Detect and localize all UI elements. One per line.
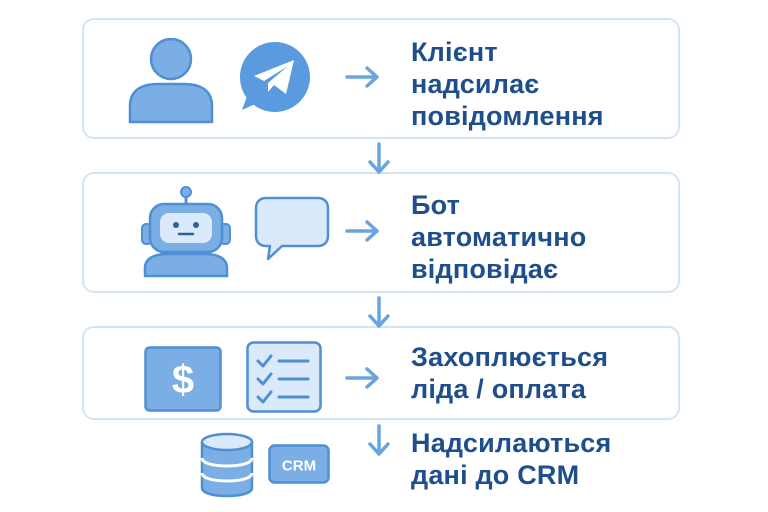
step-3-line-1: Захоплюється	[411, 342, 609, 372]
step-2-line-3: відповідає	[411, 254, 559, 284]
step-1-line-3: повідомлення	[411, 101, 604, 131]
step-1-line-1: Клієнт	[411, 37, 498, 67]
step-2-label: Бот автоматично відповідає	[411, 189, 586, 285]
speech-bubble-icon	[254, 196, 330, 262]
step-3-label: Захоплюється ліда / оплата	[411, 341, 608, 405]
step-1-line-2: надсилає	[411, 69, 540, 99]
right-arrow-icon	[345, 219, 381, 243]
right-arrow-icon	[345, 366, 381, 390]
svg-text:$: $	[172, 358, 194, 402]
down-arrow-icon	[367, 142, 391, 176]
step-4-line-1: Надсилаються	[411, 428, 612, 458]
right-arrow-icon	[345, 65, 381, 89]
down-arrow-icon	[367, 424, 391, 458]
step-1-label: Клієнт надсилає повідомлення	[411, 36, 604, 132]
step-4-label: Надсилаються дані до CRM	[411, 427, 611, 491]
database-icon	[199, 432, 255, 498]
step-3-line-2: ліда / оплата	[411, 374, 587, 404]
crm-badge-label: CRM	[282, 458, 316, 475]
robot-icon	[139, 186, 233, 278]
step-2-line-1: Бот	[411, 190, 461, 220]
dollar-sign-icon: $	[144, 346, 222, 412]
down-arrow-icon	[367, 296, 391, 330]
checklist-icon	[246, 341, 322, 413]
crm-badge-icon: CRM	[268, 444, 330, 484]
step-2-line-2: автоматично	[411, 222, 587, 252]
step-4-line-2: дані до CRM	[411, 460, 580, 490]
telegram-icon	[238, 40, 312, 114]
user-icon	[128, 38, 214, 124]
